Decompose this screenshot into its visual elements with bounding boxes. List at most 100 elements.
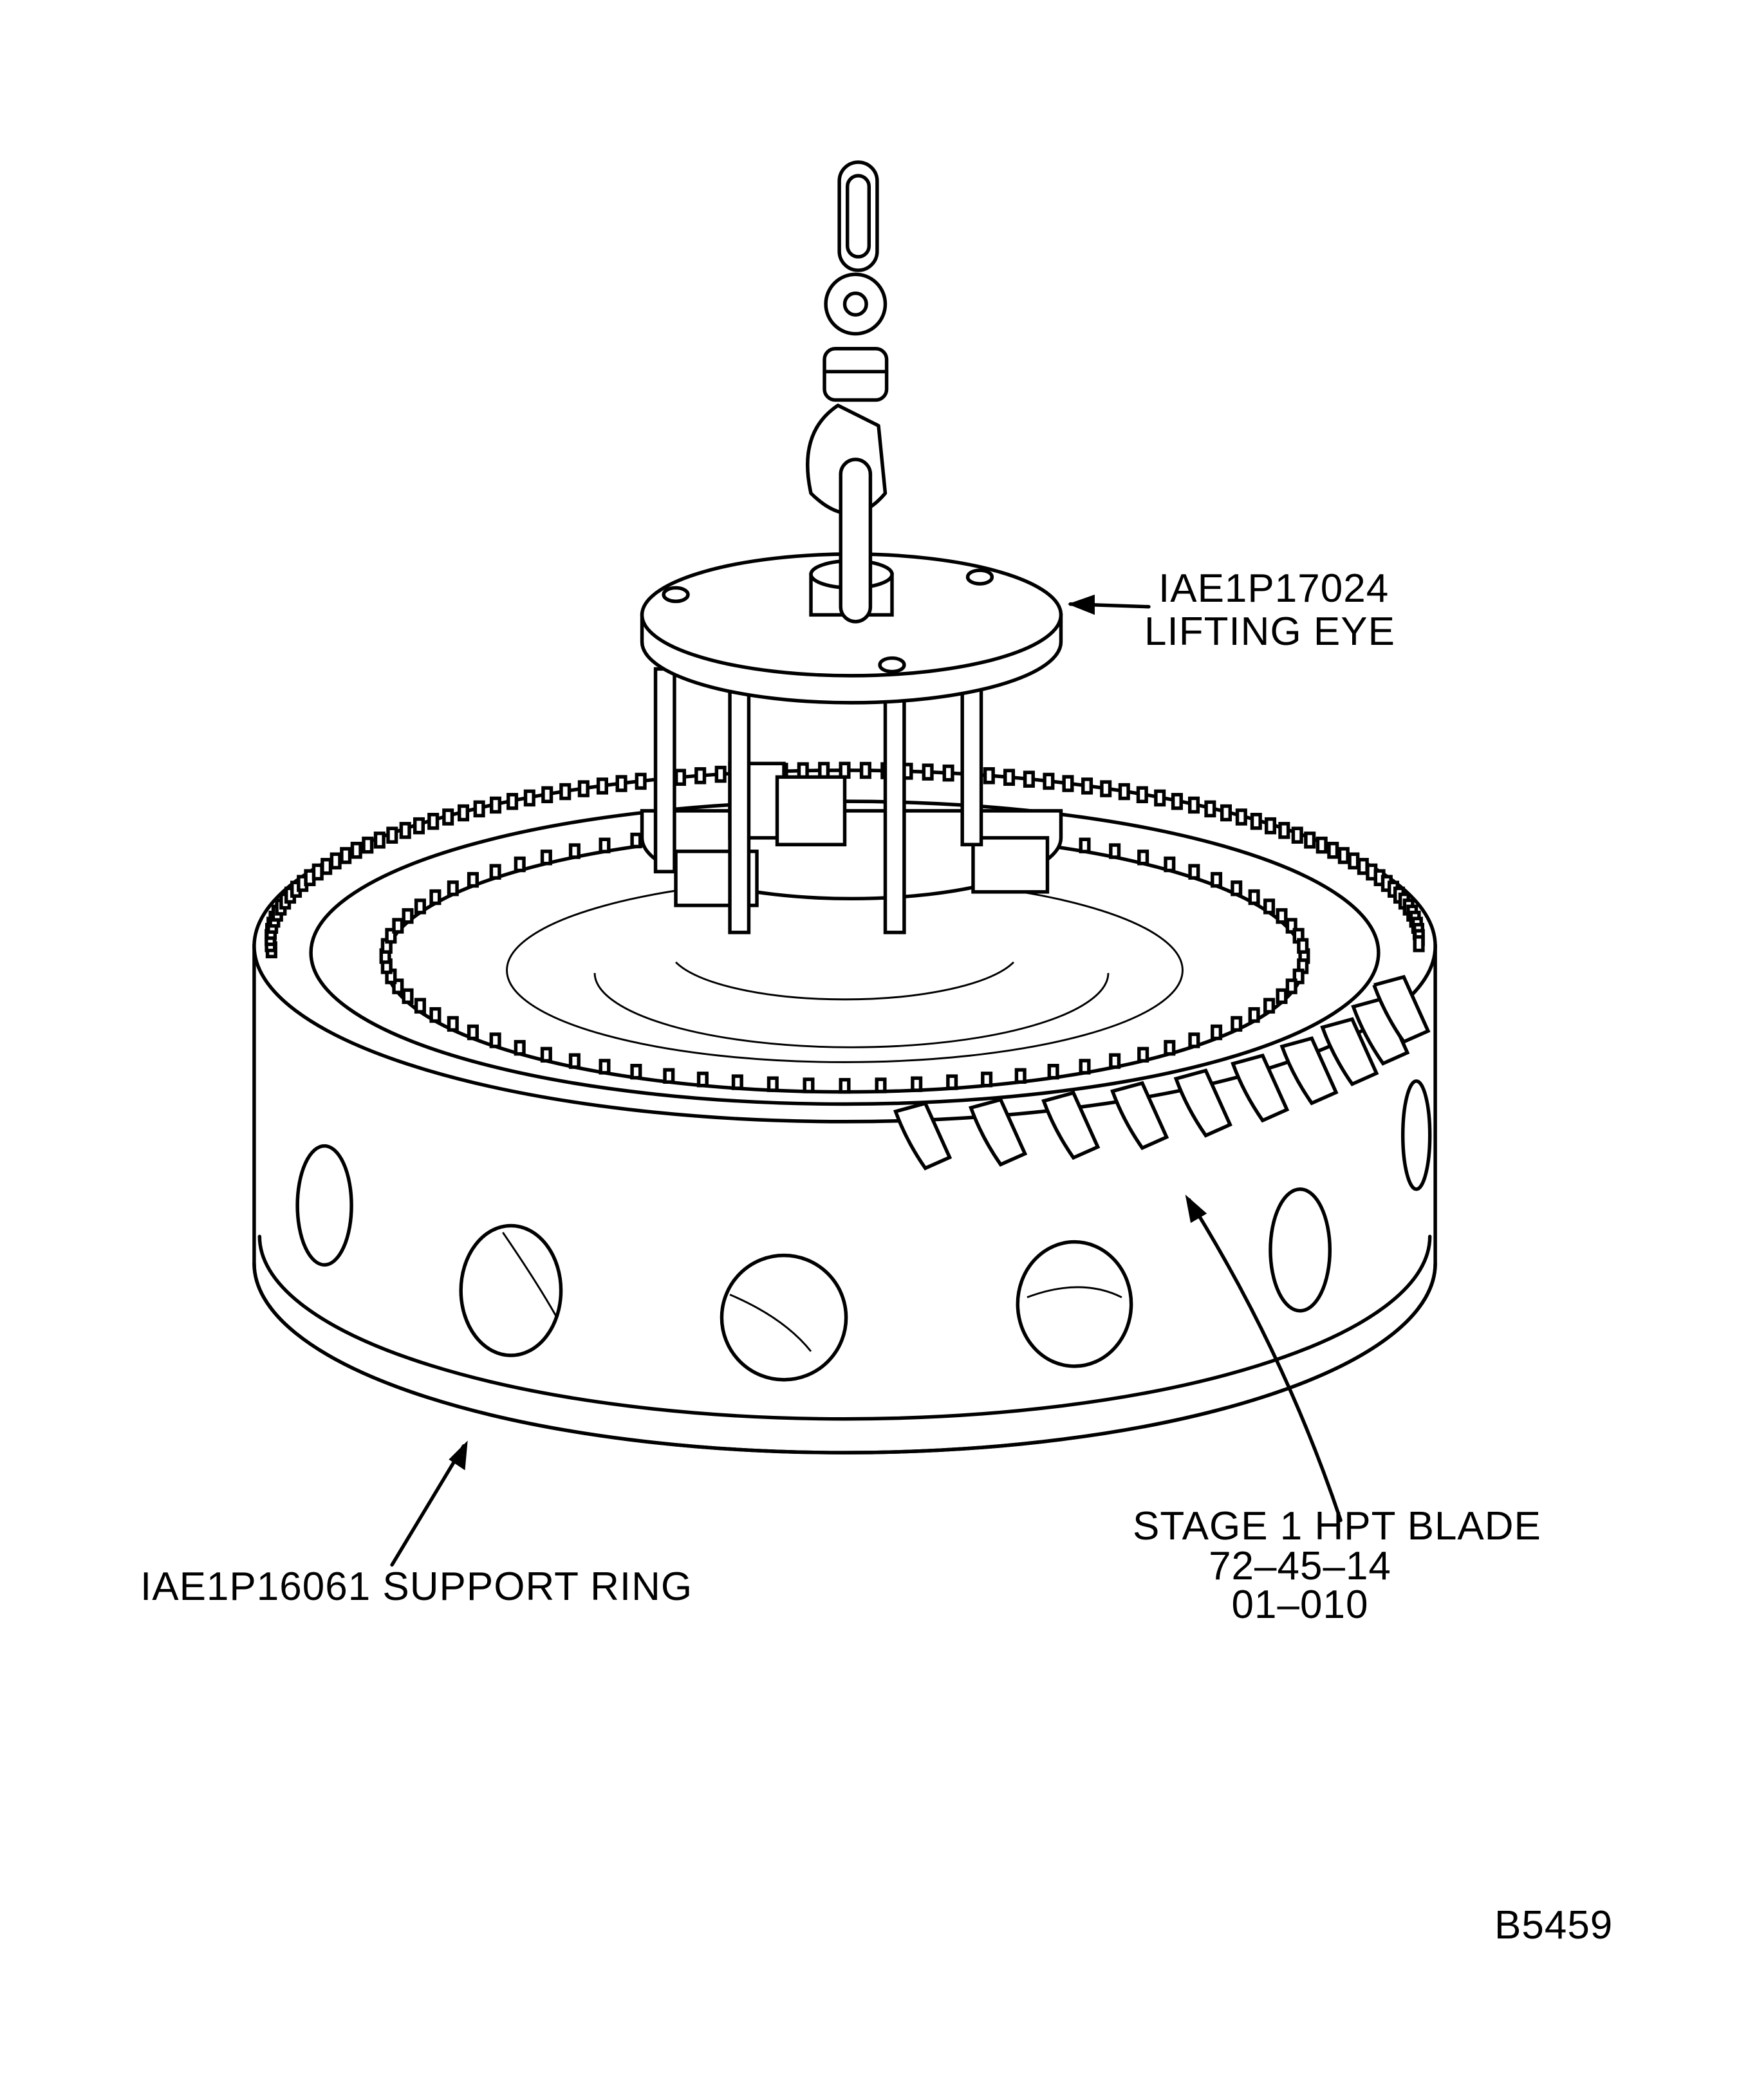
hpt-blade [893, 1101, 953, 1171]
blade-slot [373, 832, 386, 849]
blade-slot [1413, 935, 1425, 952]
lifting-eye-fixture [640, 552, 1063, 934]
blade-slot [489, 1032, 501, 1048]
blade-slot [1100, 780, 1112, 797]
blade-slot [731, 1074, 743, 1090]
blade-slot [1250, 812, 1262, 830]
blade-slot [1278, 822, 1290, 839]
hpt-blade [1041, 1090, 1101, 1160]
blade-slot [983, 767, 995, 785]
blade-slot [427, 812, 440, 830]
blade-slot [399, 822, 411, 839]
blade-slot [1211, 871, 1223, 888]
blade-slot [1014, 1068, 1027, 1084]
lifting-eye-part-number: IAE1P17024 [1158, 566, 1390, 611]
blade-slot [414, 998, 426, 1014]
figure-id: B5459 [1494, 1903, 1613, 1947]
blade-slot [1109, 843, 1121, 859]
blade-slot [514, 1039, 526, 1056]
blade-slot [1231, 1016, 1243, 1032]
blade-slot [1118, 783, 1130, 801]
blade-slot [447, 880, 459, 897]
blade-slot [839, 761, 851, 779]
blade-slot [362, 836, 374, 854]
blade-slot [414, 898, 426, 915]
blade-slot [1043, 772, 1055, 790]
blade-slot [818, 761, 830, 779]
blade-slot [615, 775, 628, 792]
blade-slot [523, 789, 535, 807]
blade-slot [875, 1077, 887, 1093]
blade-slot [1164, 856, 1176, 873]
blade-slot [1220, 804, 1232, 822]
blade-slot [630, 1063, 642, 1080]
blade-slot [457, 804, 470, 822]
blade-slot [1304, 832, 1316, 849]
blade-slot [1188, 864, 1200, 880]
blade-slot [1136, 786, 1148, 804]
hpt-blade [1351, 996, 1410, 1066]
blade-slot [1079, 837, 1091, 853]
blade-slot [694, 767, 707, 785]
blade-slot [402, 988, 414, 1005]
chain-and-hook [806, 160, 889, 624]
stage-1-hpt-blades [893, 974, 1431, 1171]
blade-slot [514, 856, 526, 873]
blade-slot [714, 765, 727, 783]
blade-slot [1291, 826, 1303, 844]
blade-slot [467, 1024, 479, 1041]
blade-slot [1231, 880, 1243, 897]
hpt-blade [1371, 974, 1431, 1045]
blade-slot [859, 761, 871, 779]
hpt-blade [1173, 1068, 1232, 1138]
blade-slot [1276, 908, 1288, 924]
blade-slot [1164, 1039, 1176, 1056]
blade-slot [1211, 1024, 1223, 1041]
blade-slot [767, 1076, 779, 1092]
blade-slot [1154, 789, 1166, 807]
blade-slot [1003, 768, 1016, 786]
blade-slot [946, 1074, 958, 1090]
blade-slot [350, 841, 362, 859]
blade-slot [599, 837, 611, 853]
blade-slot [1263, 898, 1276, 915]
blade-slot [922, 763, 934, 781]
blade-slot [663, 1068, 675, 1084]
blade-slot [1263, 998, 1276, 1014]
blade-slot [1171, 793, 1183, 810]
blade-slot [1276, 988, 1288, 1005]
blade-slot [402, 908, 414, 924]
blade-slot [1081, 777, 1093, 795]
blade-slot [392, 918, 404, 934]
blade-slot [540, 1046, 552, 1063]
blade-slot [489, 864, 501, 880]
blade-slot [1204, 800, 1216, 818]
blade-slot [1023, 770, 1035, 788]
blade-slot [489, 796, 502, 814]
blade-slot [1187, 796, 1200, 814]
hpt-blade [1110, 1081, 1169, 1151]
blade-slot [429, 1007, 442, 1023]
blade-slot [1137, 850, 1149, 866]
blade-slot [630, 832, 642, 849]
blade-slot [1285, 978, 1297, 994]
blade-slot [473, 800, 485, 818]
blade-slot [467, 871, 479, 888]
blade-slot [1337, 847, 1350, 864]
blade-slot [413, 817, 425, 835]
blade-slot [1188, 1032, 1200, 1048]
blade-slot [1264, 817, 1277, 835]
blade-reference-2: 01–010 [1231, 1583, 1369, 1627]
blade-slot [1062, 775, 1074, 792]
blade-slot [1348, 852, 1360, 869]
blade-slot [981, 1072, 993, 1088]
blade-slot [447, 1016, 459, 1032]
blade-slot [599, 1059, 611, 1075]
blade-slot [1235, 808, 1247, 826]
blade-slot [386, 826, 398, 844]
lifting-eye-label: LIFTING EYE [1144, 609, 1395, 654]
blade-slot [1248, 1007, 1260, 1023]
blade-slot [540, 850, 552, 866]
